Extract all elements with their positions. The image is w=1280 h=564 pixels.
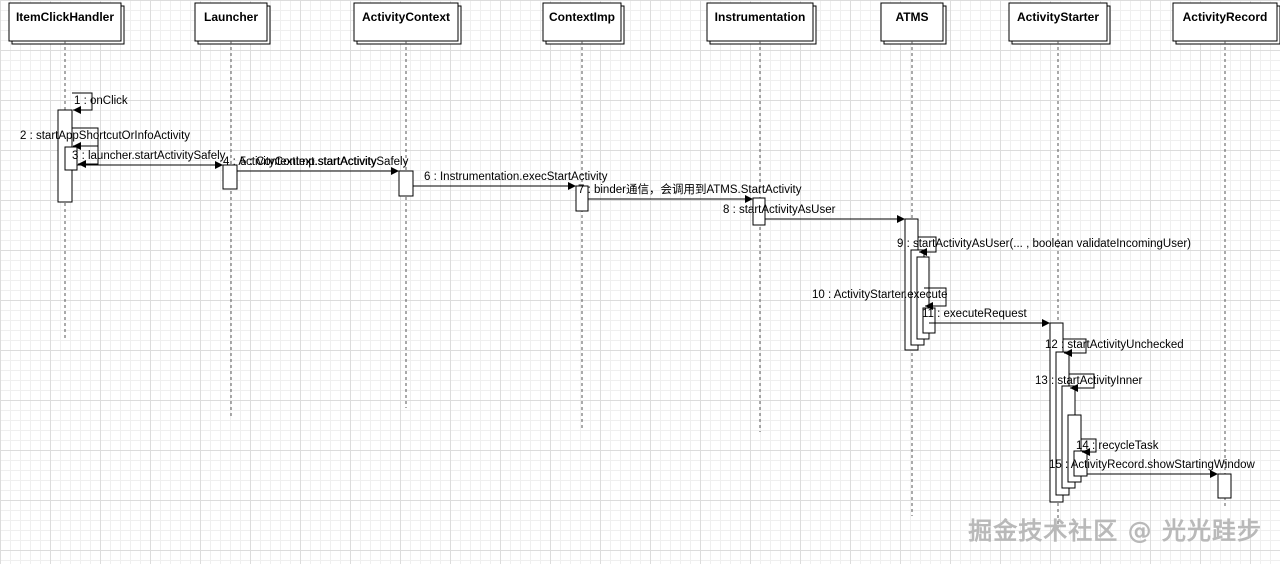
message-3: 3 : launcher.startActivitySafely xyxy=(72,145,226,165)
lifeline-label: ActivityContext xyxy=(362,10,450,24)
lifeline-box xyxy=(542,2,622,42)
message-label: 9 : startActivityAsUser(... , boolean va… xyxy=(897,238,1191,250)
lifeline-item: ItemClickHandler xyxy=(8,2,125,338)
lifeline-actctx: ActivityContext xyxy=(353,2,462,408)
lifeline-box xyxy=(706,2,814,42)
message-line xyxy=(924,287,947,307)
message-line xyxy=(1063,338,1087,354)
message-4: 4 : ActivityContext.startActivitySafely xyxy=(77,156,409,168)
lifeline-box xyxy=(880,2,944,42)
lifeline-starter: ActivityStarter xyxy=(1008,2,1111,528)
lifeline-label: Launcher xyxy=(204,10,258,24)
message-label: 7 : binder通信，会调用到ATMS.StartActivity xyxy=(578,183,802,196)
message-label: 3 : launcher.startActivitySafely xyxy=(72,150,226,162)
message-line xyxy=(77,145,99,165)
message-5: 5 : ContextImp.startActivity xyxy=(237,156,398,172)
message-9: 9 : startActivityAsUser(... , boolean va… xyxy=(897,236,1191,253)
message-line xyxy=(918,236,937,253)
arrowhead xyxy=(1064,349,1072,357)
activation-bar xyxy=(1217,473,1232,499)
lifeline-label: ActivityRecord xyxy=(1183,10,1268,24)
message-label: 2 : startAppShortcutOrInfoActivity xyxy=(20,130,190,142)
arrowhead xyxy=(925,302,933,310)
lifeline-label: Instrumentation xyxy=(715,10,806,24)
arrowhead xyxy=(73,106,81,114)
lifeline-box xyxy=(194,2,268,42)
lifeline-record: ActivityRecord xyxy=(1172,2,1280,506)
message-13: 13 : startActivityInner xyxy=(1035,373,1143,389)
activation-bar xyxy=(64,146,78,171)
message-label: 15 : ActivityRecord.showStartingWindow xyxy=(1049,459,1256,471)
lifeline-atms: ATMS xyxy=(880,2,947,516)
arrowhead xyxy=(897,215,905,223)
lifeline-label: ATMS xyxy=(895,10,928,24)
arrowhead xyxy=(1082,448,1090,456)
arrowhead xyxy=(391,167,399,175)
arrowhead xyxy=(919,248,927,256)
message-line xyxy=(72,92,93,111)
watermark: 掘金技术社区 @ 光光跬步 xyxy=(968,517,1262,545)
arrowhead xyxy=(1042,319,1050,327)
message-6: 6 : Instrumentation.execStartActivity xyxy=(413,171,608,187)
message-line xyxy=(1069,373,1095,389)
lifeline-box xyxy=(1172,2,1278,42)
message-label: 13 : startActivityInner xyxy=(1035,375,1143,387)
lifeline-label: ActivityStarter xyxy=(1017,10,1099,24)
arrowhead xyxy=(568,182,576,190)
lifeline-ctximp: ContextImp xyxy=(542,2,625,430)
arrowhead xyxy=(1070,384,1078,392)
activation-bar xyxy=(398,170,414,197)
lifeline-launch: Launcher xyxy=(194,2,271,418)
message-label: 6 : Instrumentation.execStartActivity xyxy=(424,171,608,183)
message-label: 12 : startActivityUnchecked xyxy=(1045,339,1184,351)
message-2: 2 : startAppShortcutOrInfoActivity xyxy=(20,127,190,147)
message-15: 15 : ActivityRecord.showStartingWindow xyxy=(1049,459,1256,475)
message-10: 10 : ActivityStarter.execute xyxy=(812,287,948,307)
lifeline-box xyxy=(8,2,122,42)
lifeline-label: ItemClickHandler xyxy=(16,10,114,24)
arrowhead xyxy=(745,195,753,203)
arrowhead xyxy=(78,160,86,168)
message-label: 1 : onClick xyxy=(74,95,128,107)
message-label: 5 : ContextImp.startActivity xyxy=(240,156,377,168)
message-1: 1 : onClick xyxy=(72,92,128,111)
message-label: 11 : executeRequest xyxy=(922,308,1027,320)
message-label: 14 : recycleTask xyxy=(1076,440,1159,452)
message-11: 11 : executeRequest xyxy=(922,308,1049,324)
activation-bar xyxy=(222,164,238,190)
lifeline-instr: Instrumentation xyxy=(706,2,817,432)
lifeline-box xyxy=(353,2,459,42)
message-label: 10 : ActivityStarter.execute xyxy=(812,289,948,301)
message-label: 4 : ActivityContext.startActivitySafely xyxy=(223,156,409,168)
activation-bar xyxy=(1073,450,1088,477)
arrowhead xyxy=(1210,470,1218,478)
lifeline-label: ContextImp xyxy=(549,10,615,24)
activation-bar xyxy=(752,197,766,226)
message-8: 8 : startActivityAsUser xyxy=(723,204,904,220)
message-label: 8 : startActivityAsUser xyxy=(723,204,836,216)
arrowhead xyxy=(215,161,223,169)
message-12: 12 : startActivityUnchecked xyxy=(1045,338,1184,354)
message-7: 7 : binder通信，会调用到ATMS.StartActivity xyxy=(578,183,802,200)
lifeline-box xyxy=(1008,2,1108,42)
